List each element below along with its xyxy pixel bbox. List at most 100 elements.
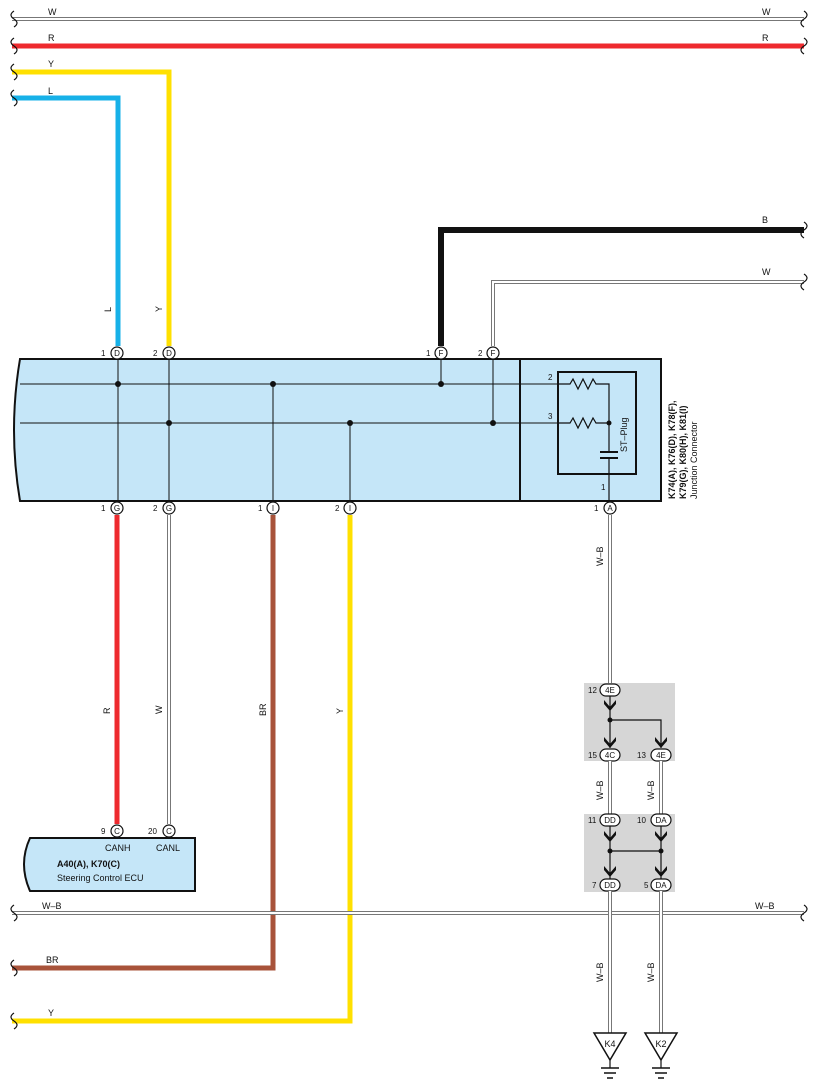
pin-signal-label: CANH [105, 843, 131, 853]
st-plug-label: ST–Plug [619, 417, 629, 452]
wire-w-canl: W [154, 515, 171, 824]
pin-letter: D [114, 349, 120, 358]
ecu-codes: A40(A), K70(C) [57, 859, 120, 869]
splice-block-1 [584, 683, 675, 761]
pin-10-da: 10 DA [637, 813, 672, 827]
pin-canh: 9 C [101, 824, 124, 838]
pin-7-dd: 7 DD [592, 878, 621, 892]
wire-wb-branch-left: W–B [595, 761, 612, 814]
wire-label: W–B [42, 901, 62, 911]
pin-number: 2 [335, 504, 340, 513]
wire-wb-drop-right: W–B [646, 891, 663, 1033]
pin-11-dd: 11 DD [588, 813, 621, 827]
pin-g1: 1 G [101, 501, 124, 515]
wire-w-feed: W [491, 267, 808, 346]
pin-letter: G [166, 504, 172, 513]
pin-letter: F [439, 349, 444, 358]
wire-label: W [762, 7, 771, 17]
wire-wb-drop-left: W–B [595, 891, 612, 1033]
pin-number: 7 [592, 881, 597, 890]
pin-letter: G [114, 504, 120, 513]
pin-number: 9 [101, 827, 106, 836]
pin-letter: DA [655, 881, 667, 890]
wire-label: W–B [595, 962, 605, 982]
plug-pin-number: 3 [548, 412, 553, 421]
pin-letter: I [272, 504, 274, 513]
pin-number: 2 [153, 349, 158, 358]
wire-label: W–B [595, 546, 605, 566]
wire-y-feed: Y Y [10, 59, 172, 346]
wire-br: BR BR [10, 515, 276, 977]
pin-letter: 4E [656, 751, 666, 760]
pin-letter: 4E [605, 686, 615, 695]
pin-f1: 1 F [426, 346, 448, 360]
pin-letter: 4C [605, 751, 615, 760]
pin-5-da: 5 DA [644, 878, 672, 892]
wire-label: R [48, 33, 55, 43]
pin-number: 11 [588, 816, 597, 825]
pin-number: 1 [258, 504, 263, 513]
wire-top-r: R R [10, 33, 808, 55]
wire-label: W [762, 267, 771, 277]
wire-label: Y [154, 306, 164, 312]
plug-pin-number: 1 [601, 483, 606, 492]
ground-k2: K2 [643, 1032, 679, 1079]
ecu-name: Steering Control ECU [57, 873, 144, 883]
ground-k4: K4 [592, 1032, 628, 1079]
wire-top-w: W W [10, 7, 808, 28]
wire-label: L [103, 307, 113, 312]
pin-letter: A [607, 504, 613, 513]
st-plug: 2 3 1 ST–Plug [548, 371, 637, 501]
pin-g2: 2 G [153, 501, 176, 515]
pin-letter: DD [604, 816, 616, 825]
pin-number: 20 [148, 827, 157, 836]
wire-label: W–B [646, 780, 656, 800]
wire-label: W–B [595, 780, 605, 800]
pin-d1: 1 D [101, 346, 124, 360]
pin-i2: 2 I [335, 501, 357, 515]
wire-label: L [48, 86, 53, 96]
wire-label: W [48, 7, 57, 17]
wire-label: W–B [646, 962, 656, 982]
pin-12-4e: 12 4E [588, 683, 621, 697]
wire-label: Y [48, 1008, 54, 1018]
pin-a1: 1 A [594, 501, 617, 515]
pin-number: 1 [426, 349, 431, 358]
pin-f2: 2 F [478, 346, 500, 360]
pin-13-4e: 13 4E [637, 748, 672, 762]
wire-label: W [154, 705, 164, 714]
junction-connector: 2 3 1 ST–Plug K74(A), K76(D), K78(F), K7… [13, 358, 699, 502]
wire-wb-ground: W–B [595, 515, 612, 683]
pin-canl: 20 C [148, 824, 176, 838]
pin-letter: D [166, 349, 172, 358]
wire-label: Y [48, 59, 54, 69]
pin-letter: C [166, 827, 172, 836]
pin-letter: DA [655, 816, 667, 825]
pin-number: 1 [594, 504, 599, 513]
pin-number: 15 [588, 751, 597, 760]
pin-number: 5 [644, 881, 649, 890]
pin-letter: F [491, 349, 496, 358]
pin-d2: 2 D [153, 346, 176, 360]
pin-number: 12 [588, 686, 597, 695]
pin-letter: I [349, 504, 351, 513]
wire-label: BR [46, 955, 59, 965]
junction-connector-codes-2: K79(G), K80(H), K81(I) [678, 405, 688, 499]
wire-label: BR [258, 703, 268, 716]
pin-number: 1 [101, 504, 106, 513]
plug-pin-number: 2 [548, 373, 553, 382]
wire-r-canh: R [102, 515, 120, 824]
wire-wb-branch-right: W–B [646, 761, 663, 814]
ground-label: K2 [655, 1039, 666, 1049]
pin-number: 10 [637, 816, 646, 825]
pin-15-4c: 15 4C [588, 748, 621, 762]
pin-letter: C [114, 827, 120, 836]
junction-connector-codes: K74(A), K76(D), K78(F), [667, 400, 677, 499]
junction-connector-name: Junction Connector [689, 421, 699, 499]
ground-label: K4 [604, 1039, 615, 1049]
pin-number: 1 [101, 349, 106, 358]
pin-number: 2 [153, 504, 158, 513]
wire-label: R [102, 707, 112, 714]
wire-b-feed: B [438, 215, 808, 346]
